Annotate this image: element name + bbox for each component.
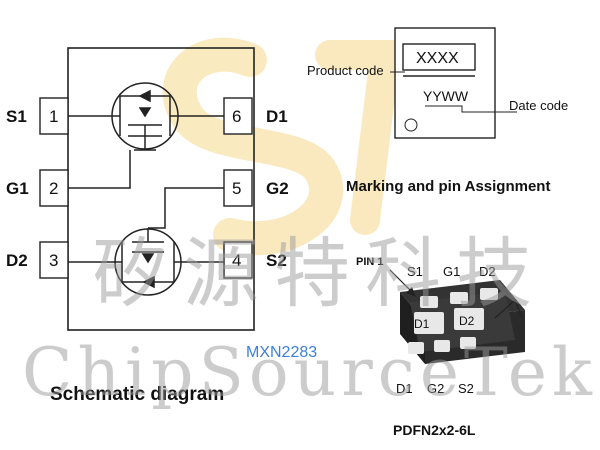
product-code-label: Product code — [307, 63, 384, 78]
pad-s1 — [420, 296, 438, 308]
pad-s2-bottom — [460, 337, 476, 349]
date-code-label: Date code — [509, 98, 568, 113]
pad-d2-large — [454, 308, 484, 330]
pin1-label: PIN 1 — [356, 256, 384, 268]
pad-d1-large — [414, 312, 444, 334]
pad-d1-bottom — [408, 342, 424, 354]
watermark-english: ChipSourceTek — [22, 334, 593, 411]
pin1-dot — [404, 118, 418, 132]
package-bottom-label-s2: S2 — [458, 381, 474, 396]
gate-2-wire — [148, 187, 224, 229]
schematic-diagram: S1 G1 D2 D1 G2 S2 1 2 3 6 5 4 — [6, 47, 289, 405]
pin-number-6: 6 — [232, 107, 241, 126]
schematic-caption: Schematic diagram — [50, 384, 224, 405]
package-top-label-g1: G1 — [443, 264, 460, 279]
pin-label-g1: G1 — [6, 179, 29, 198]
pin-box-1 — [39, 97, 69, 135]
pin-number-2: 2 — [49, 179, 58, 198]
package-3d: PIN 1 S1 G1 D2 D1 D2 D1 G2 S2 PDFN2x2-6L — [356, 256, 525, 438]
package-bottom-label-g2: G2 — [427, 381, 444, 396]
date-code-text: YYWW — [423, 88, 469, 104]
pin-label-s1: S1 — [6, 107, 27, 126]
mosfet-2-symbol — [68, 228, 224, 296]
mosfet-1-symbol — [68, 82, 224, 151]
part-number: MXN2283 — [246, 344, 317, 361]
package-bottom-label-d1: D1 — [396, 381, 413, 396]
pin-box-6 — [223, 97, 253, 135]
package-name: PDFN2x2-6L — [393, 422, 476, 438]
pin-label-d2: D2 — [6, 251, 28, 270]
gate-1-wire — [68, 150, 131, 189]
pin-label-g2: G2 — [266, 179, 289, 198]
date-code-leader — [425, 105, 517, 113]
pin-label-d1: D1 — [266, 107, 288, 126]
package-top-label-s1: S1 — [407, 264, 423, 279]
pad-g1 — [450, 292, 468, 304]
pin-label-s2: S2 — [266, 251, 287, 270]
pad-g2-bottom — [434, 340, 450, 352]
pin-number-4: 4 — [232, 251, 241, 270]
pad-label-d1: D1 — [414, 317, 430, 331]
marking-section: XXXX Product code YYWW Date code Marking… — [307, 27, 568, 195]
product-code-box — [402, 43, 476, 71]
pin-number-5: 5 — [232, 179, 241, 198]
package-edge-arrow — [494, 298, 523, 319]
pin-box-2 — [39, 169, 69, 207]
product-code-text: XXXX — [416, 50, 459, 67]
pin-box-3 — [39, 241, 69, 279]
pin-box-4 — [223, 241, 253, 279]
marking-title: Marking and pin Assignment — [346, 178, 550, 195]
pad-label-d2: D2 — [459, 314, 475, 328]
pin-number-1: 1 — [49, 107, 58, 126]
pad-d2-top — [480, 288, 498, 300]
package-top-label-d2: D2 — [479, 264, 496, 279]
watermark-chinese: 矽源特科技 — [92, 229, 532, 318]
pin-number-3: 3 — [49, 251, 58, 270]
pin1-arrowhead — [406, 287, 416, 297]
